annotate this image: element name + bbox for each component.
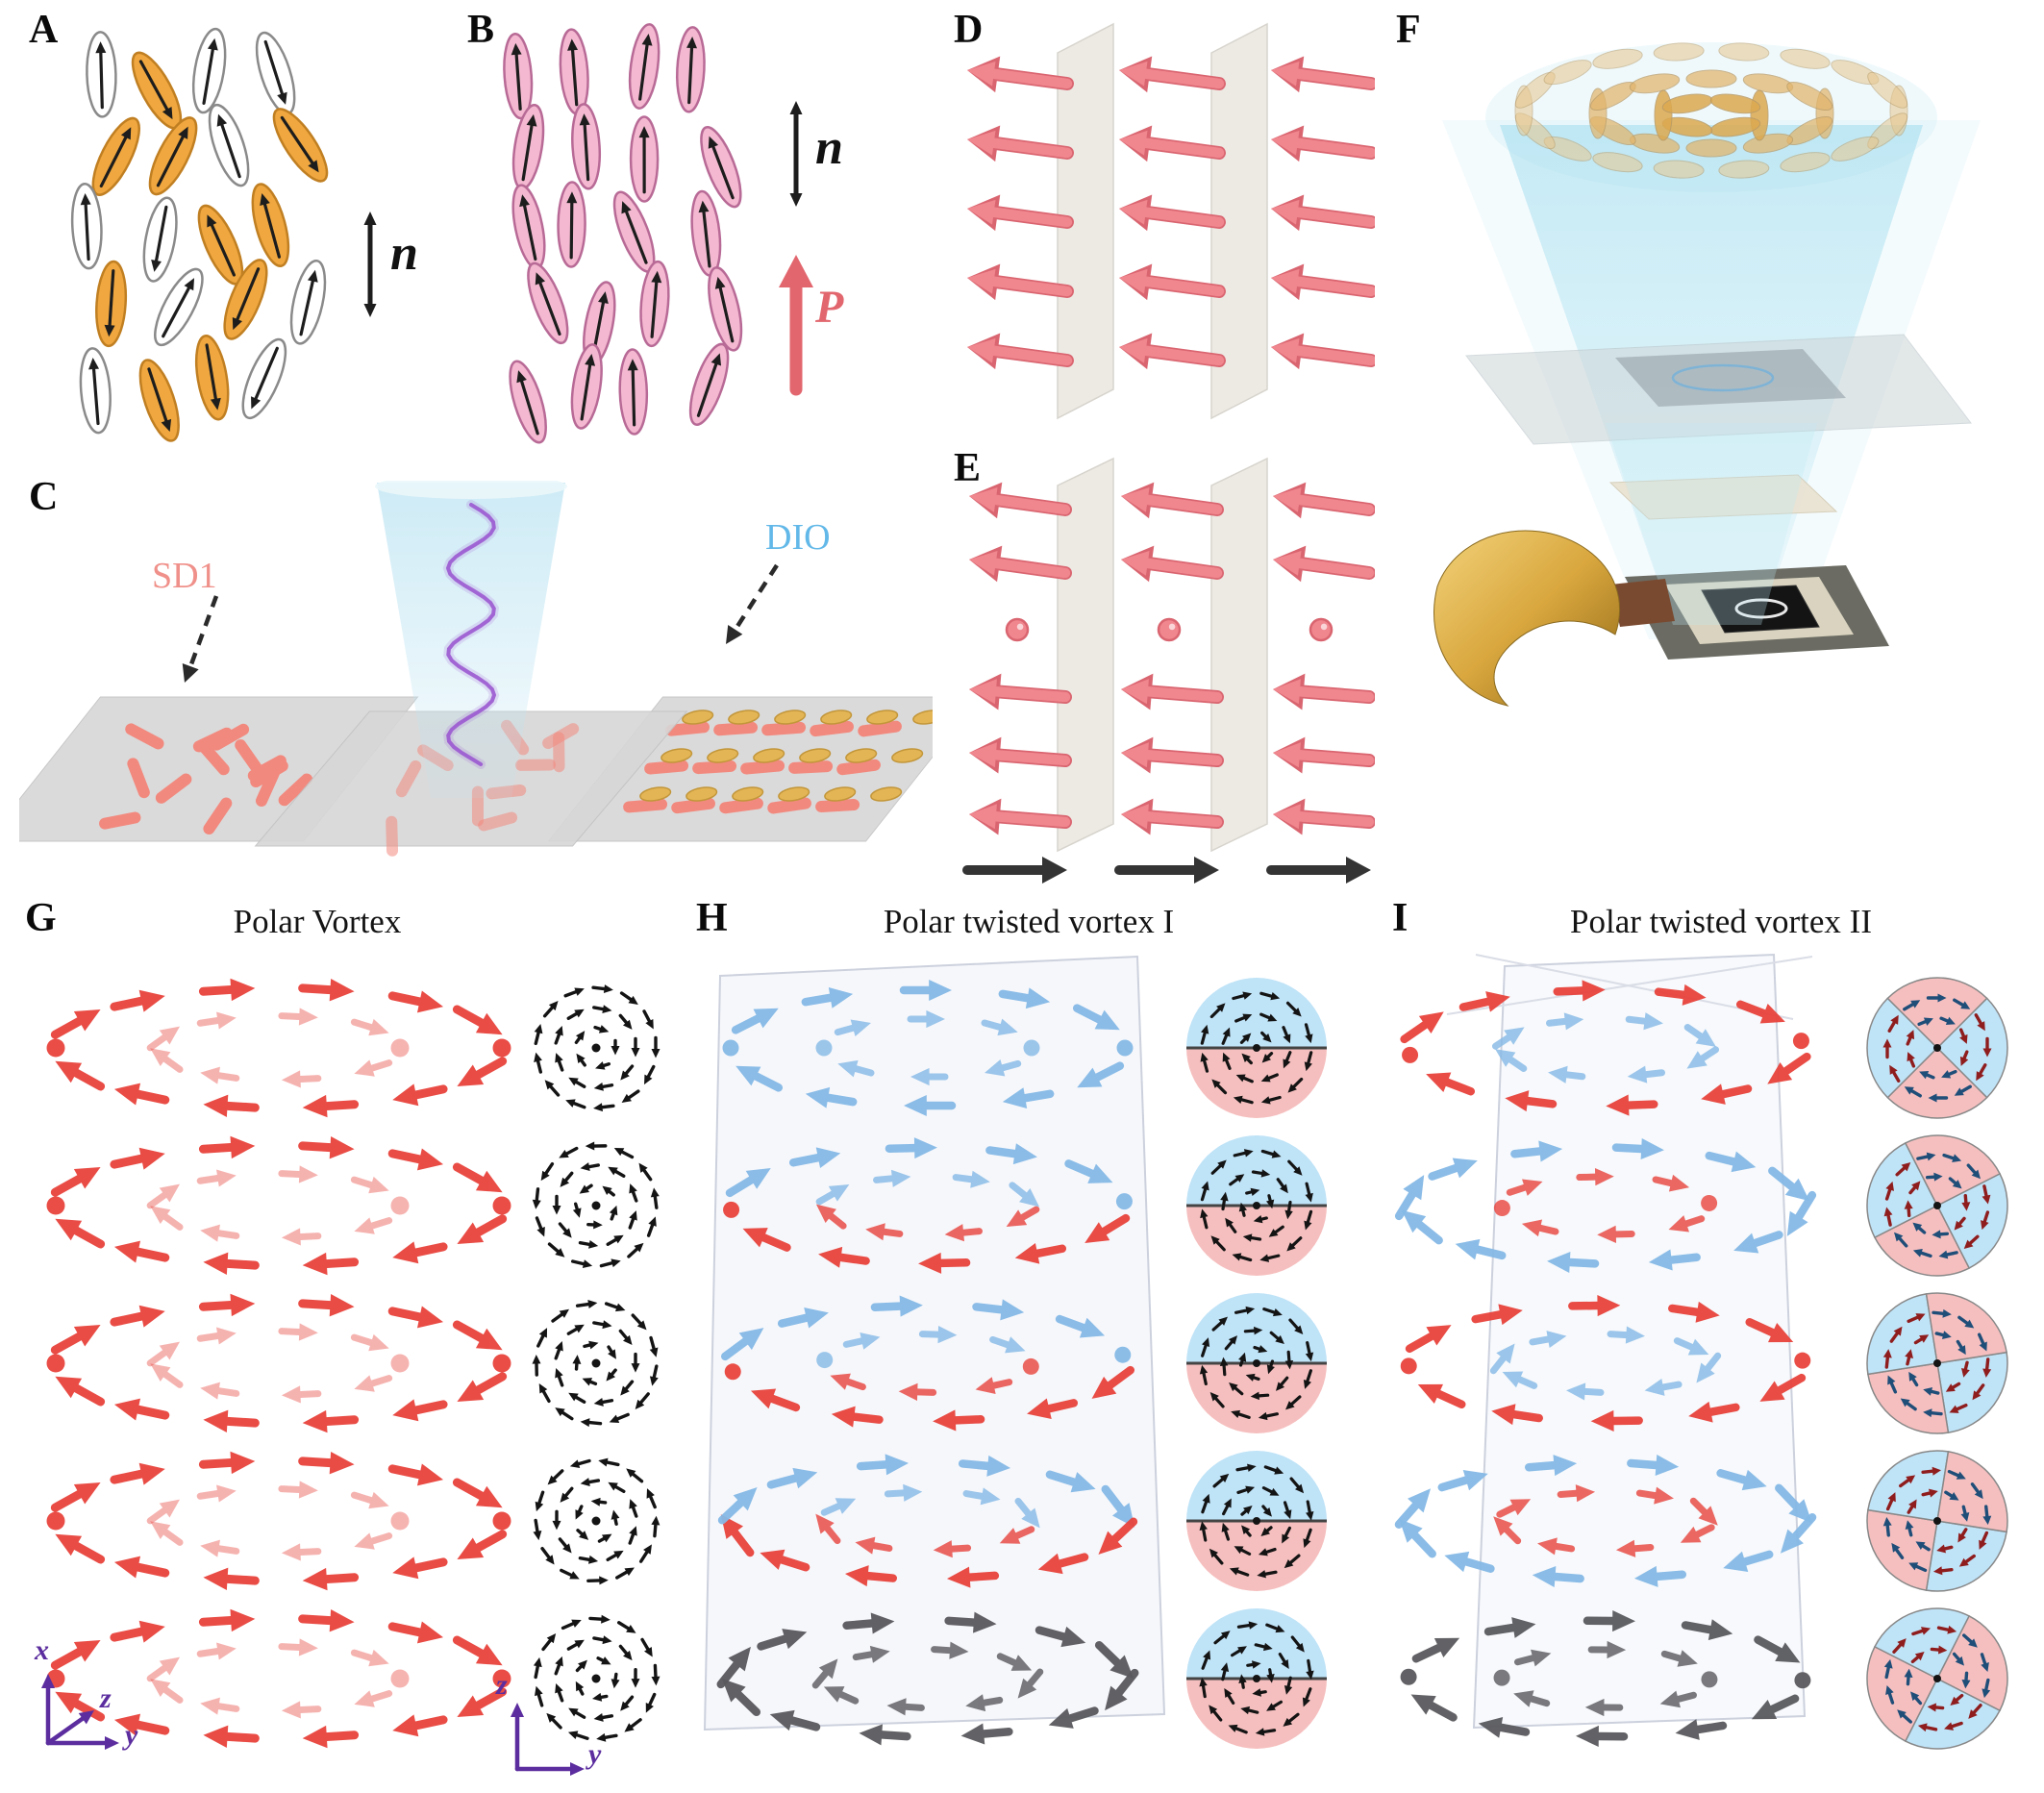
panel-b-ferroelectric-nematic-graphic <box>503 23 813 444</box>
panel-title-polar-twisted-vortex-1: Polar twisted vortex I <box>883 903 1175 940</box>
sd1-label: SD1 <box>152 556 217 596</box>
panel-g-polar-vortex-graphic <box>41 976 668 1776</box>
panel-d-uniform-polarization-graphic <box>967 22 1375 420</box>
panel-e-twisted-polarization-graphic <box>962 457 1375 884</box>
panel-title-polar-twisted-vortex-2: Polar twisted vortex II <box>1570 903 1872 940</box>
panel-a-apolar-nematic-graphic <box>70 27 377 442</box>
inset-axis-label-y: y <box>588 1738 602 1770</box>
panel-label-d: D <box>954 8 984 52</box>
polarization-label: P <box>815 282 844 333</box>
panel-label-a: A <box>29 8 59 52</box>
panel-label-i: I <box>1392 896 1408 940</box>
panel-c-photoalignment-graphic <box>19 481 933 857</box>
panel-title-polar-vortex: Polar Vortex <box>233 903 402 940</box>
axis-label-y: y <box>125 1719 138 1751</box>
panel-h-polar-twisted-vortex-1-graphic <box>703 955 1327 1749</box>
panel-label-h: H <box>696 896 728 940</box>
panel-f-device-schematic-graphic <box>1433 42 1981 707</box>
director-label-a: n <box>390 226 418 281</box>
dio-label: DIO <box>765 517 831 558</box>
panel-label-b: B <box>467 8 495 52</box>
axis-label-z: z <box>100 1682 112 1714</box>
panel-label-g: G <box>25 896 57 940</box>
panel-label-c: C <box>29 475 59 519</box>
axis-label-x: x <box>35 1634 49 1666</box>
inset-axis-label-z: z <box>496 1669 508 1701</box>
panel-i-polar-twisted-vortex-2-graphic <box>1394 953 2008 1750</box>
director-label-b: n <box>815 120 843 175</box>
panel-label-f: F <box>1396 8 1421 52</box>
panel-label-e: E <box>954 446 982 490</box>
